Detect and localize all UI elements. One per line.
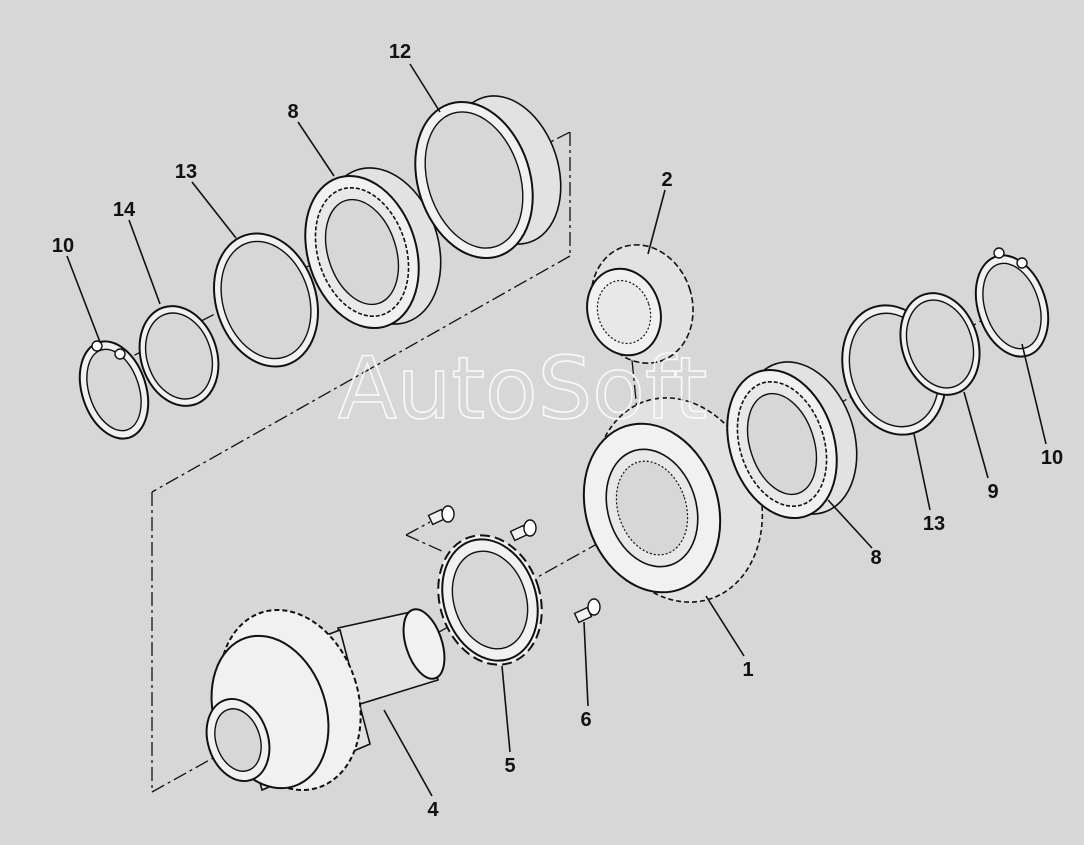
bearing-8-left [304,167,442,330]
callout-2: 2 [661,169,672,191]
snap-ring-10-left [78,340,150,440]
watermark: AutoSoft [338,339,707,439]
sleeve-12 [414,95,562,260]
callout-12: 12 [389,41,411,63]
callout-1: 1 [742,659,753,681]
ring-13-left [213,232,319,368]
callout-4: 4 [427,799,439,821]
callout-9: 9 [987,481,998,503]
bolts-6 [427,505,601,624]
lock-washer-5 [437,534,543,666]
callout-10-right: 10 [1041,447,1063,469]
snap-ring-10-right [974,247,1050,358]
gear-1 [582,397,764,603]
callout-14: 14 [113,199,136,221]
callout-8-right: 8 [870,547,881,569]
gear-2 [586,244,694,364]
callouts: 12 8 13 14 10 2 10 9 13 8 1 6 5 4 [52,41,1063,821]
callout-10-left: 10 [52,235,74,257]
callout-5: 5 [504,755,515,777]
leader-lines [66,63,1047,797]
callout-13-left: 13 [175,161,197,183]
callout-6: 6 [580,709,591,731]
bearing-8-right [726,361,858,520]
callout-8-left: 8 [287,101,298,123]
callout-13-right: 13 [923,513,945,535]
shaft-gear-4 [205,608,446,792]
ring-14 [138,305,220,407]
bolt-top-right [509,519,537,542]
bolt-lower [573,598,601,624]
ring-9 [899,292,981,396]
bolt-top-left [427,505,455,526]
